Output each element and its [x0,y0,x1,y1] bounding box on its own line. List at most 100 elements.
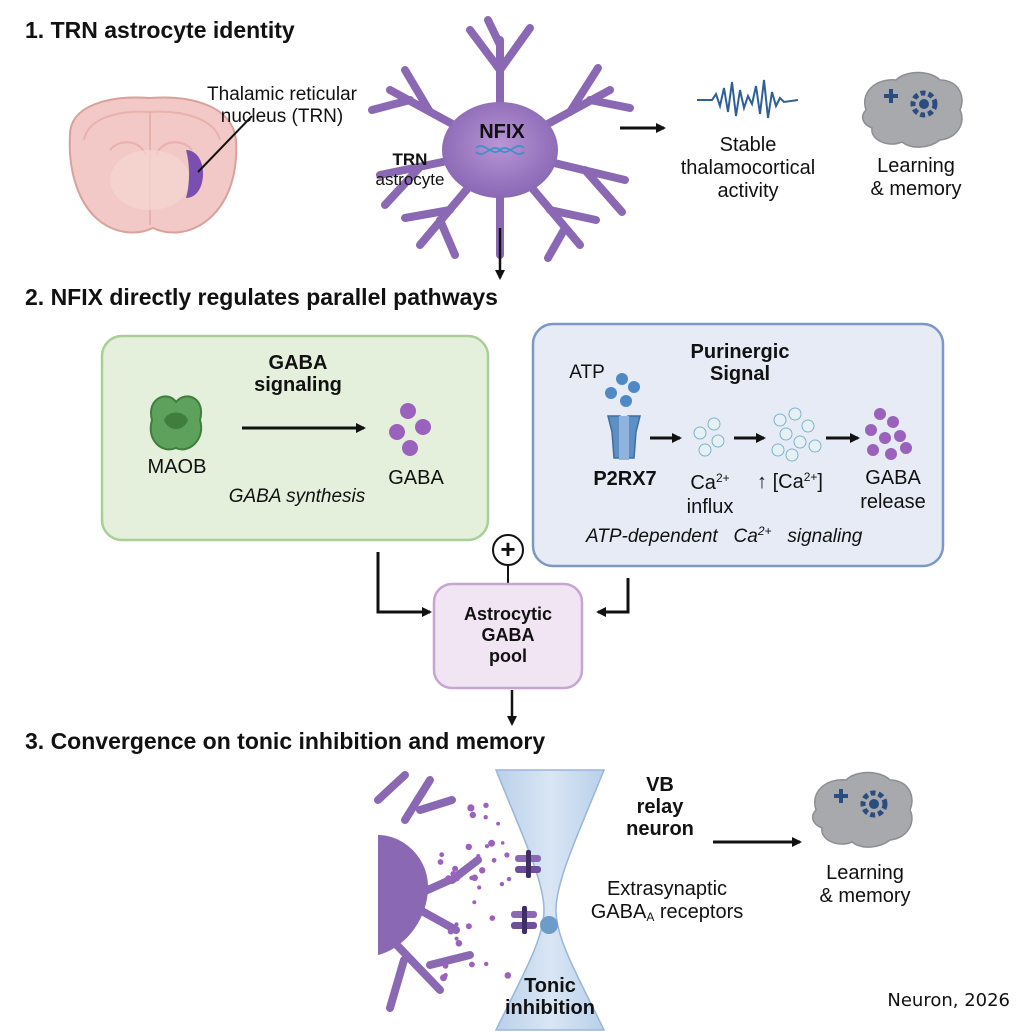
gaba-dot [454,922,459,927]
gaba-synthesis-caption: GABA synthesis [228,486,366,507]
ca-rise-superscript: 2+ [803,470,818,484]
gaba-dot [454,936,459,941]
gaba-dot [504,972,512,979]
gaba-dot [496,821,500,826]
gaba-dot [465,843,472,851]
gaba-dot [483,815,488,820]
gaba-release-label: GABA release [848,466,938,514]
gaba-dot [443,973,448,978]
trn-highlight [186,150,204,198]
ca-rise-ions-icon [771,407,822,462]
pool-line3: pool [489,646,527,666]
gaba-dot [455,940,463,947]
trn-astrocyte-label-line2: astrocyte [375,170,445,189]
ca-influx-line2: influx [686,496,734,518]
caption-part-b: Ca [733,526,758,547]
dna-icon [475,145,525,155]
purinergic-title-line2: Signal [709,363,770,385]
vb-relay-neuron-label: VB relay neuron [605,774,715,840]
gaba-dot [452,865,459,872]
released-gaba-dots [437,802,512,982]
caption-part-c: signaling [787,526,863,547]
trn-astrocyte-label-line1: TRN [392,150,428,169]
tonic-inhibition-label: Tonic inhibition [496,975,604,1019]
stable-activity-line1: Stable [719,134,777,156]
astrocytic-gaba-pool-label: Astrocytic GABA pool [434,604,582,667]
purinergic-signal-title: Purinergic Signal [670,341,810,385]
gaba-signaling-box [100,334,490,542]
vb-line3: neuron [626,818,694,840]
plus-sign: + [500,534,516,564]
gaba-dot [476,854,481,859]
receptors-text: receptors [654,901,744,923]
p2rx7-receptor-icon [607,415,641,460]
gaba-dot [472,900,477,905]
gaba-dot [439,852,445,858]
waveform-icon [697,79,799,119]
pool-line2: GABA [481,625,535,645]
brain-gear-icon-top [861,71,963,148]
ca-influx-label: Ca2+ influx [674,466,746,519]
gaba-dot [477,885,482,890]
tonic-line2: inhibition [505,997,595,1019]
extrasynaptic-line2: GABAA receptors [572,901,762,929]
gaba-label: GABA [388,467,444,489]
maob-label: MAOB [147,456,207,478]
caption-part-a: ATP-dependent [586,526,718,547]
trn-label-line1: Thalamic reticular [207,84,357,105]
section-3-title: 3. Convergence on tonic inhibition and m… [25,728,546,754]
tonic-line1: Tonic [524,975,576,997]
maob-enzyme-icon [149,395,203,451]
arrow-purinergic-box-to-pool [596,578,630,617]
atp-dependent-caption: ATP-dependent Ca2+ signaling [586,524,916,548]
extrasynaptic-receptors-label: Extrasynaptic GABAA receptors [572,878,762,929]
gaba-a-receptor-icon-1 [515,850,541,878]
gaba-signaling-title-line2: signaling [254,374,342,396]
nfix-label: NFIX [479,121,525,143]
pool-line1: Astrocytic [463,604,553,624]
stable-activity-label: Stable thalamocortical activity [660,134,836,203]
ca-influx-line1: Ca2+ [674,466,746,495]
gaba-dot [484,844,490,849]
gaba-dot [437,859,444,865]
gaba-dot [483,802,489,808]
gaba-dot [469,961,475,968]
vb-line2: relay [636,796,684,818]
gaba-dot [491,857,497,863]
caption-superscript: 2+ [757,524,772,538]
gaba-dot [488,839,496,847]
vb-line1: VB [646,774,674,796]
trn-label-line2: nucleus (TRN) [220,106,344,127]
gaba-dot [506,876,512,882]
gaba-a-receptor-icon-2 [511,906,537,934]
atp-label: ATP [569,362,605,383]
section-1-title: 1. TRN astrocyte identity [25,17,295,43]
citation: Neuron, 2026 [887,990,1010,1011]
astrocytic-gaba-pool-box [432,582,584,690]
ca-superscript: 2+ [715,471,730,485]
ca-influx-ions-icon [693,417,725,457]
gaba-dot [467,804,475,812]
gaba-dot [504,852,510,858]
trn-label: Thalamic reticular nucleus (TRN) [196,84,368,128]
gaba-dot [454,875,460,882]
learning-memory-label-bottom: Learning & memory [805,862,925,908]
ca-rise-label: ↑ [Ca2+] [742,466,838,493]
brain-gear-icon-bottom [811,771,913,848]
learning-memory-top-line1: Learning [877,155,955,177]
gaba-dot [447,928,454,935]
trn-astrocyte-label: TRN astrocyte [375,150,445,190]
learning-memory-bottom-line2: & memory [819,885,911,907]
gaba-dot [450,871,457,877]
gaba-release-line1: GABA [865,467,921,489]
gaba-dot [465,923,472,930]
gaba-dot [469,811,476,819]
gaba-dot [500,841,505,845]
ca-rise-text: ↑ [Ca [757,471,804,493]
section-2-title: 2. NFIX directly regulates parallel path… [25,284,498,310]
learning-memory-top-line2: & memory [870,178,962,200]
p2rx7-label: P2RX7 [593,468,657,490]
extrasynaptic-line1: Extrasynaptic [606,878,728,900]
astrocyte-soma-lower [378,835,429,955]
purinergic-title-line1: Purinergic [690,341,790,363]
